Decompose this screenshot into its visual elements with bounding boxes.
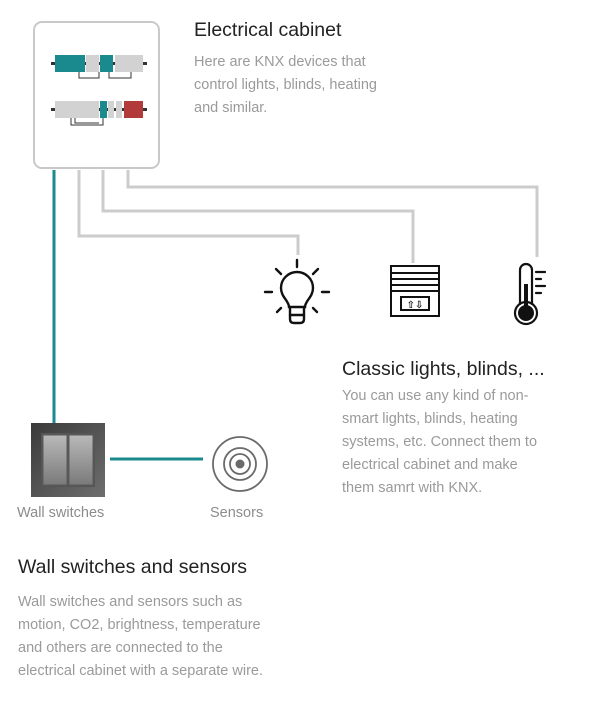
sensors-caption: Sensors [210, 505, 264, 521]
wall-switch-icon [31, 423, 105, 497]
devices-description-line: smart lights, blinds, heating [342, 411, 518, 427]
cabinet-description: Here are KNX devices that control lights… [194, 51, 434, 120]
devices-description: You can use any kind of non- smart light… [342, 385, 582, 500]
inputs-description: Wall switches and sensors such as motion… [18, 591, 318, 683]
cabinet-description-line: and similar. [194, 100, 268, 116]
devices-description-line: them samrt with KNX. [342, 480, 483, 496]
thermometer-icon [513, 262, 547, 326]
cabinet-description-line: Here are KNX devices that [194, 54, 366, 70]
wire-to-thermometer [126, 170, 539, 257]
wire-to-blinds [101, 170, 415, 263]
cabinet-title: Electrical cabinet [194, 19, 342, 41]
motion-sensor-icon [212, 436, 268, 492]
devices-title: Classic lights, blinds, ... [342, 358, 545, 380]
din-rail-modules [51, 55, 147, 126]
devices-description-line: You can use any kind of non- [342, 388, 529, 404]
blinds-icon: ⇧⇩ [390, 265, 440, 317]
cabinet-description-line: control lights, blinds, heating [194, 77, 377, 93]
svg-text:⇧⇩: ⇧⇩ [407, 300, 424, 311]
inputs-description-line: Wall switches and sensors such as [18, 594, 243, 610]
light-bulb-icon [263, 258, 331, 325]
electrical-cabinet [33, 21, 160, 169]
wall-switches-caption: Wall switches [17, 505, 105, 521]
wire-to-light [77, 170, 300, 255]
devices-description-line: electrical cabinet and make [342, 457, 518, 473]
inputs-description-line: and others are connected to the [18, 640, 223, 656]
devices-description-line: systems, etc. Connect them to [342, 434, 538, 450]
inputs-description-line: motion, CO2, brightness, temperature [18, 617, 261, 633]
inputs-title: Wall switches and sensors [18, 556, 248, 578]
inputs-description-line: electrical cabinet with a separate wire. [18, 663, 264, 679]
